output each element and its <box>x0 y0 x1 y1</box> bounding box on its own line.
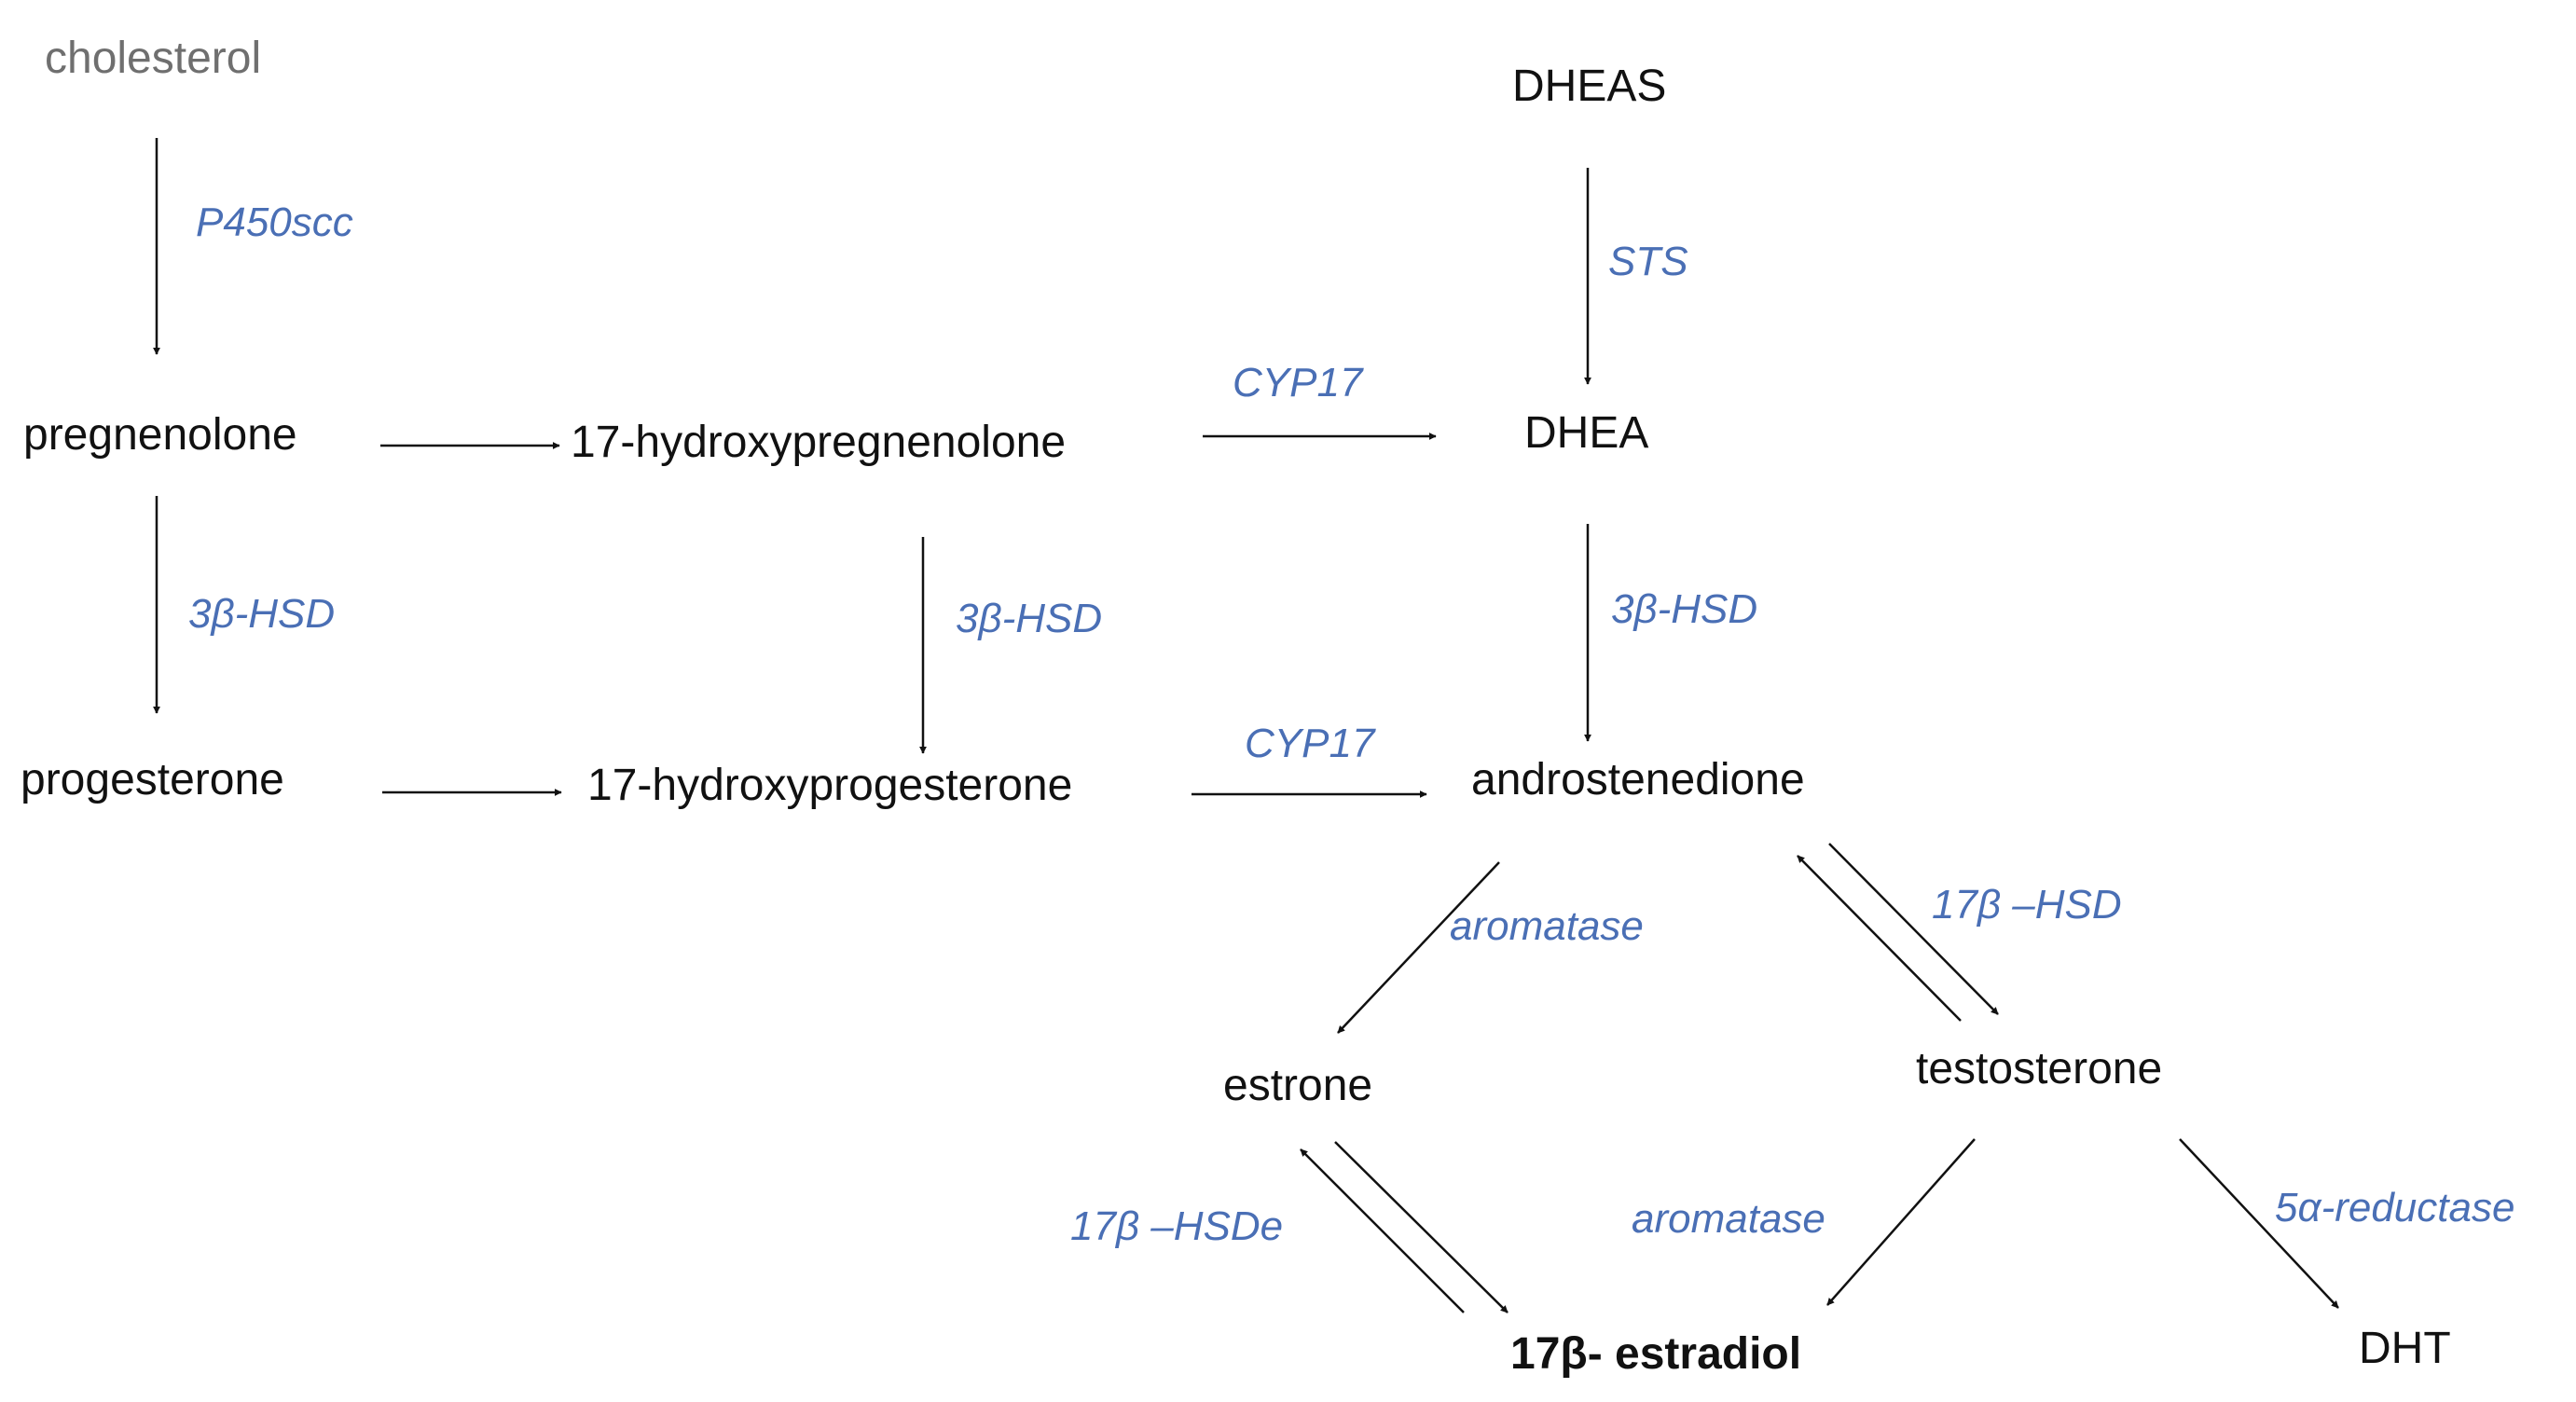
enzyme-17b-hsde-left: 17β –HSDe <box>1070 1203 1283 1249</box>
enzyme-cyp17-top: CYP17 <box>1233 360 1364 405</box>
node-dht: DHT <box>2359 1324 2451 1373</box>
node-dheas: DHEAS <box>1512 62 1666 111</box>
arrow-androstenedione-to-testosterone <box>1828 843 1999 1015</box>
node-progesterone: progesterone <box>21 755 284 804</box>
node-testosterone: testosterone <box>1916 1044 2162 1093</box>
enzyme-17b-hsd-right: 17β –HSD <box>1932 882 2122 928</box>
node-17-hydroxyprogesterone: 17-hydroxyprogesterone <box>587 761 1072 810</box>
node-cholesterol: cholesterol <box>45 34 261 83</box>
enzyme-cyp17-bottom: CYP17 <box>1245 721 1376 766</box>
node-17-hydroxypregnenolone: 17-hydroxypregnenolone <box>571 418 1066 467</box>
enzyme-3b-hsd-left: 3β-HSD <box>188 591 335 637</box>
node-estrone: estrone <box>1223 1061 1372 1110</box>
arrow-androstenedione-to-estrone <box>1337 861 1500 1034</box>
node-androstenedione: androstenedione <box>1471 755 1805 804</box>
arrow-estrone-to-17b-estradiol <box>1334 1141 1508 1313</box>
arrow-testosterone-to-androstenedione <box>1797 855 1962 1022</box>
enzyme-3b-hsd-right: 3β-HSD <box>1611 586 1757 632</box>
enzyme-p450scc: P450scc <box>196 199 353 245</box>
node-pregnenolone: pregnenolone <box>23 410 297 460</box>
enzyme-3b-hsd-middle: 3β-HSD <box>956 596 1102 641</box>
node-17b-estradiol: 17β- estradiol <box>1510 1329 1801 1379</box>
enzyme-sts: STS <box>1608 239 1688 284</box>
node-dhea: DHEA <box>1524 408 1648 458</box>
arrow-testosterone-to-17b-estradiol <box>1826 1138 1976 1306</box>
arrow-testosterone-to-dht <box>2179 1138 2339 1309</box>
enzyme-5a-reductase: 5α-reductase <box>2275 1185 2514 1230</box>
enzyme-aromatase-left: aromatase <box>1450 903 1644 949</box>
arrow-17b-estradiol-to-estrone <box>1300 1148 1465 1313</box>
enzyme-aromatase-right: aromatase <box>1632 1196 1825 1242</box>
